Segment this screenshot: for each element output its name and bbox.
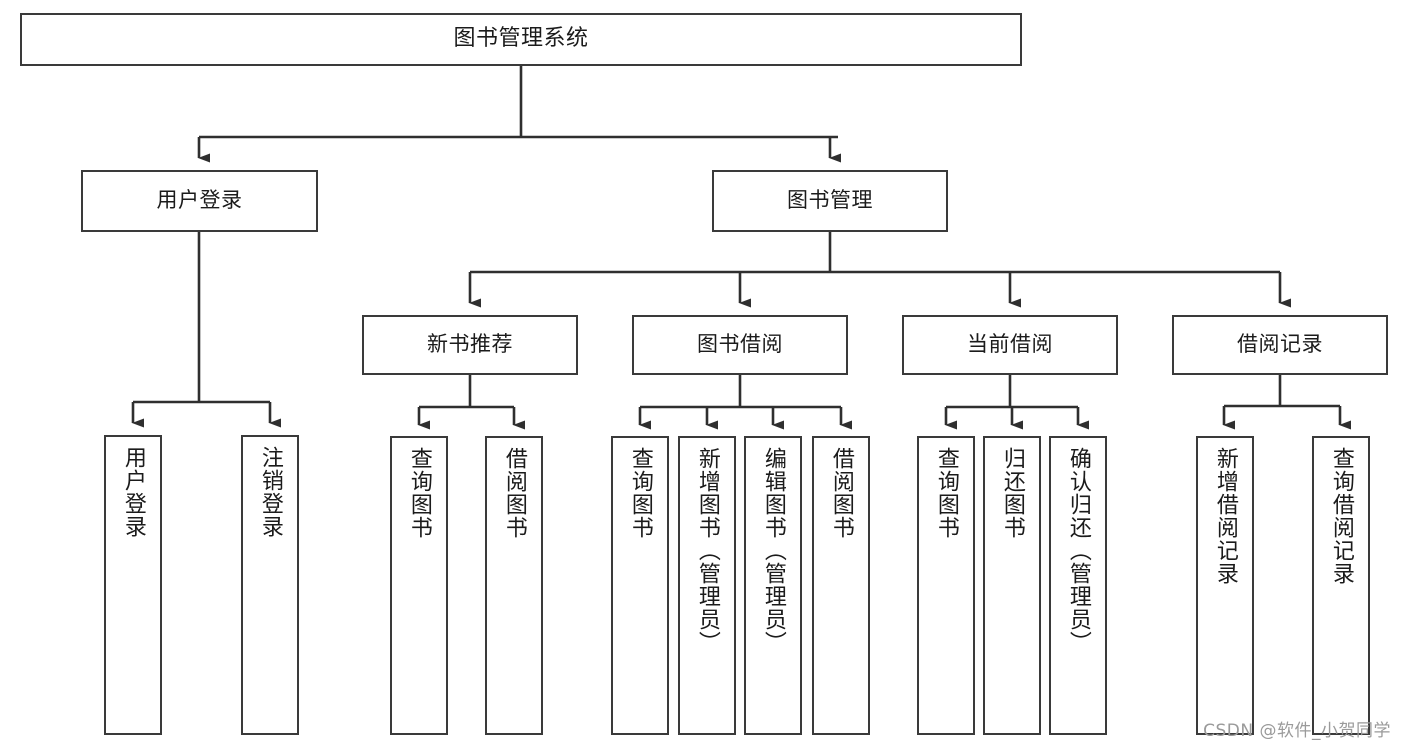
node-leaf-user-login[interactable]: 用户登录 [104, 435, 162, 735]
node-leaf-query-record[interactable]: 查询借阅记录 [1312, 436, 1370, 735]
node-leaf-add-record[interactable]: 新增借阅记录 [1196, 436, 1254, 735]
node-leaf-edit-book[interactable]: 编辑图书（管理员） [744, 436, 802, 735]
node-leaf-query-book-c-label: 查询图书 [933, 447, 959, 539]
node-leaf-query-book-b[interactable]: 查询图书 [611, 436, 669, 735]
node-user-login[interactable]: 用户登录 [81, 170, 318, 232]
node-leaf-edit-book-label: 编辑图书（管理员） [760, 447, 786, 654]
node-leaf-user-login-label: 用户登录 [120, 446, 146, 538]
node-leaf-confirm-return[interactable]: 确认归还（管理员） [1049, 436, 1107, 735]
node-leaf-query-book-a[interactable]: 查询图书 [390, 436, 448, 735]
node-user-login-label: 用户登录 [156, 188, 243, 213]
node-root[interactable]: 图书管理系统 [20, 13, 1022, 66]
watermark: CSDN @软件_小贺同学 [1203, 721, 1391, 741]
node-borrow-record-label: 借阅记录 [1237, 332, 1323, 357]
node-new-book-rec[interactable]: 新书推荐 [362, 315, 578, 375]
node-book-borrow[interactable]: 图书借阅 [632, 315, 848, 375]
node-root-label: 图书管理系统 [453, 26, 589, 52]
node-leaf-add-book-label: 新增图书（管理员） [694, 447, 720, 654]
node-leaf-borrow-book-b[interactable]: 借阅图书 [812, 436, 870, 735]
node-book-mgmt[interactable]: 图书管理 [712, 170, 948, 232]
node-leaf-return-book-label: 归还图书 [999, 447, 1025, 539]
node-leaf-logout-label: 注销登录 [257, 446, 283, 538]
node-book-borrow-label: 图书借阅 [697, 332, 783, 357]
node-leaf-query-record-label: 查询借阅记录 [1328, 447, 1354, 585]
node-leaf-query-book-b-label: 查询图书 [627, 447, 653, 539]
node-book-mgmt-label: 图书管理 [787, 188, 873, 213]
node-leaf-logout[interactable]: 注销登录 [241, 435, 299, 735]
node-leaf-add-book[interactable]: 新增图书（管理员） [678, 436, 736, 735]
node-current-borrow[interactable]: 当前借阅 [902, 315, 1118, 375]
node-leaf-borrow-book-a-label: 借阅图书 [501, 447, 527, 539]
node-leaf-return-book[interactable]: 归还图书 [983, 436, 1041, 735]
node-leaf-confirm-return-label: 确认归还（管理员） [1065, 447, 1091, 654]
node-current-borrow-label: 当前借阅 [967, 332, 1053, 357]
node-leaf-add-record-label: 新增借阅记录 [1212, 447, 1238, 585]
node-leaf-query-book-a-label: 查询图书 [406, 447, 432, 539]
node-borrow-record[interactable]: 借阅记录 [1172, 315, 1388, 375]
node-leaf-borrow-book-a[interactable]: 借阅图书 [485, 436, 543, 735]
node-leaf-query-book-c[interactable]: 查询图书 [917, 436, 975, 735]
node-new-book-rec-label: 新书推荐 [427, 332, 513, 357]
node-leaf-borrow-book-b-label: 借阅图书 [828, 447, 854, 539]
